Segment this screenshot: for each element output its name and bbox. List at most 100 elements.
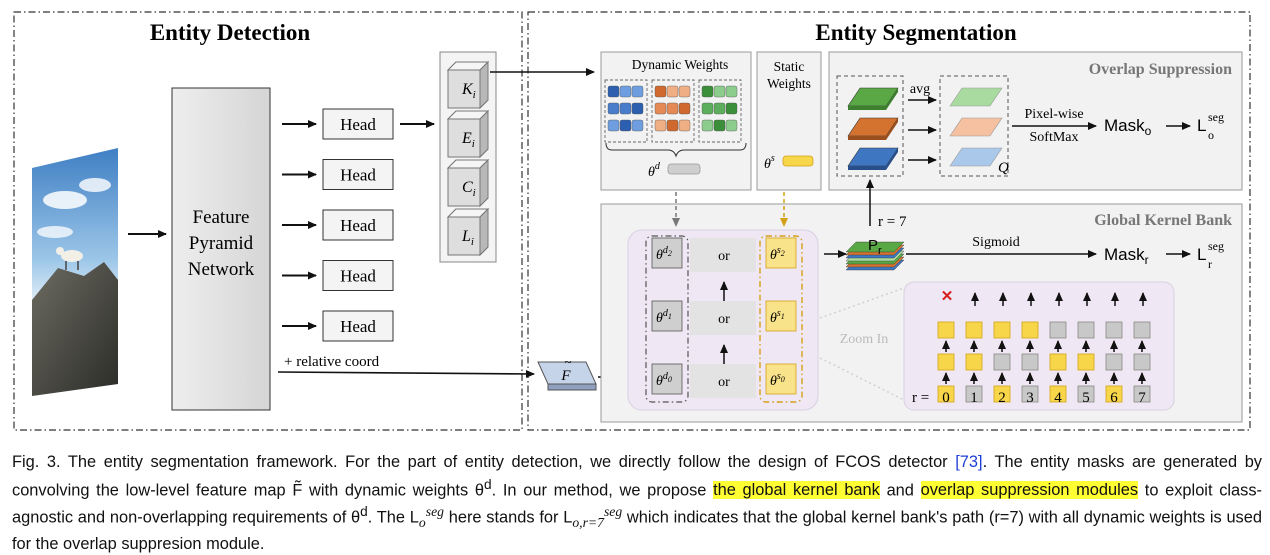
kernel-dynamic-box bbox=[651, 300, 683, 332]
zoom-kernel-cell bbox=[1021, 353, 1039, 371]
kernel-dynamic-box bbox=[651, 363, 683, 395]
stack-label-E: Ei bbox=[461, 130, 475, 150]
static-weights-panel bbox=[756, 51, 822, 191]
dynamic-weight-cell bbox=[678, 119, 691, 132]
dynamic-weight-cell bbox=[619, 102, 632, 115]
dynamic-weight-cell bbox=[701, 85, 714, 98]
zoom-kernel-cell bbox=[1021, 321, 1039, 339]
zoom-kernel-cell bbox=[1133, 353, 1151, 371]
or-label: or bbox=[718, 375, 730, 390]
zoom-kernel-cell bbox=[1077, 385, 1095, 403]
dynamic-weight-cell bbox=[725, 85, 738, 98]
softmax-label: SoftMax bbox=[1030, 130, 1079, 145]
caption-text-4: and bbox=[879, 480, 921, 499]
fpn-label-1: Feature bbox=[193, 207, 250, 228]
r-axis-label: r = bbox=[912, 390, 929, 406]
head-label: Head bbox=[340, 267, 376, 286]
zoom-kernel-cell bbox=[1077, 321, 1095, 339]
avg-label: avg bbox=[910, 82, 930, 97]
overlap-output-layer bbox=[949, 147, 1003, 167]
mask-o-label: Masko bbox=[1104, 116, 1152, 138]
head-box bbox=[322, 159, 394, 190]
zoom-kernel-cell bbox=[965, 321, 983, 339]
loss-o-sup: seg bbox=[1208, 110, 1224, 124]
caption-sup-1: d bbox=[484, 476, 492, 492]
dynamic-weight-cell bbox=[631, 85, 644, 98]
head-box bbox=[322, 209, 394, 241]
r-value-label: 4 bbox=[1054, 390, 1062, 406]
dynamic-weight-cell bbox=[678, 85, 691, 98]
kernel-dynamic-box bbox=[651, 237, 683, 269]
static-weights-label-1: Static bbox=[774, 59, 805, 74]
pr-stack bbox=[845, 241, 905, 271]
r-value-label: 3 bbox=[1026, 390, 1034, 406]
kernel-static-box bbox=[765, 363, 797, 395]
input-image bbox=[32, 148, 118, 396]
or-label: or bbox=[718, 249, 730, 264]
dynamic-weight-cell bbox=[654, 119, 667, 132]
caption-highlight-1: the global kernel bank bbox=[713, 480, 880, 499]
head-label: Head bbox=[340, 166, 376, 185]
caption-sub-2: o,r=7 bbox=[572, 515, 604, 531]
kernel-static-box bbox=[765, 237, 797, 269]
theta-s-label: θs bbox=[764, 153, 775, 172]
zoom-in-label: Zoom In bbox=[840, 332, 889, 347]
zoom-kernel-cell bbox=[1105, 353, 1123, 371]
head-box bbox=[322, 260, 394, 291]
zoom-kernel-cell bbox=[1133, 321, 1151, 339]
head-box bbox=[322, 108, 394, 140]
global-kernel-bank-title: Global Kernel Bank bbox=[1094, 212, 1232, 229]
head-label: Head bbox=[340, 216, 376, 235]
zoom-kernel-cell bbox=[937, 385, 955, 403]
r-value-label: 1 bbox=[970, 390, 978, 406]
fpn-label-3: Network bbox=[188, 259, 255, 280]
loss-r-sup: seg bbox=[1208, 239, 1224, 253]
dynamic-weight-cell bbox=[654, 102, 667, 115]
zoom-kernel-cell bbox=[1049, 353, 1067, 371]
dynamic-weight-cell bbox=[701, 119, 714, 132]
stack-label-C: Ci bbox=[462, 179, 476, 199]
q-label: Q bbox=[998, 160, 1009, 176]
dynamic-weights-label: Dynamic Weights bbox=[632, 57, 729, 72]
zoom-kernel-cell bbox=[993, 353, 1011, 371]
segmentation-title: Entity Segmentation bbox=[815, 20, 1016, 45]
zoom-kernel-cell bbox=[937, 353, 955, 371]
theta-d-label: θd bbox=[648, 161, 661, 180]
p-r-label: Pr bbox=[868, 237, 882, 257]
caption-highlight-2: overlap suppression modules bbox=[920, 480, 1139, 499]
zoom-kernel-cell bbox=[1049, 321, 1067, 339]
zoom-kernel-cell bbox=[1105, 321, 1123, 339]
loss-r-sub: r bbox=[1208, 257, 1212, 271]
dynamic-weight-cell bbox=[607, 102, 620, 115]
r-eq-label: r = 7 bbox=[878, 214, 907, 230]
caption-reference-link[interactable]: [73] bbox=[955, 453, 983, 471]
loss-o-sub: o bbox=[1208, 128, 1214, 142]
dynamic-weight-cell bbox=[619, 119, 632, 132]
detection-frame bbox=[13, 11, 523, 431]
r-value-label: 5 bbox=[1082, 390, 1090, 406]
figure: Entity Detection Entity Segmentation Fea… bbox=[13, 11, 1251, 431]
dynamic-weight-cell bbox=[701, 102, 714, 115]
dynamic-weight-cell bbox=[631, 119, 644, 132]
head-label: Head bbox=[340, 317, 376, 336]
fpn-box bbox=[171, 87, 271, 411]
overlap-suppression-title: Overlap Suppression bbox=[1089, 61, 1232, 78]
caption-text-7: here stands for L bbox=[443, 508, 573, 527]
caption-sup-2: d bbox=[360, 504, 368, 520]
sigmoid-label: Sigmoid bbox=[972, 235, 1019, 250]
dynamic-weight-cell bbox=[607, 85, 620, 98]
relative-coord-label: + relative coord bbox=[284, 354, 380, 370]
zoom-kernel-cell bbox=[937, 321, 955, 339]
dynamic-weight-cell bbox=[713, 102, 726, 115]
theta-s-vector bbox=[782, 155, 814, 167]
zoom-kernel-cell bbox=[1021, 385, 1039, 403]
r-value-label: 6 bbox=[1110, 390, 1118, 406]
dynamic-weight-cell bbox=[725, 102, 738, 115]
or-label: or bbox=[718, 312, 730, 327]
stack-label-K: Ki bbox=[461, 81, 476, 101]
dynamic-weight-cell bbox=[713, 119, 726, 132]
caption-text-6: . The L bbox=[367, 508, 419, 527]
zoom-kernel-cell bbox=[1049, 385, 1067, 403]
dynamic-weight-cell bbox=[678, 102, 691, 115]
